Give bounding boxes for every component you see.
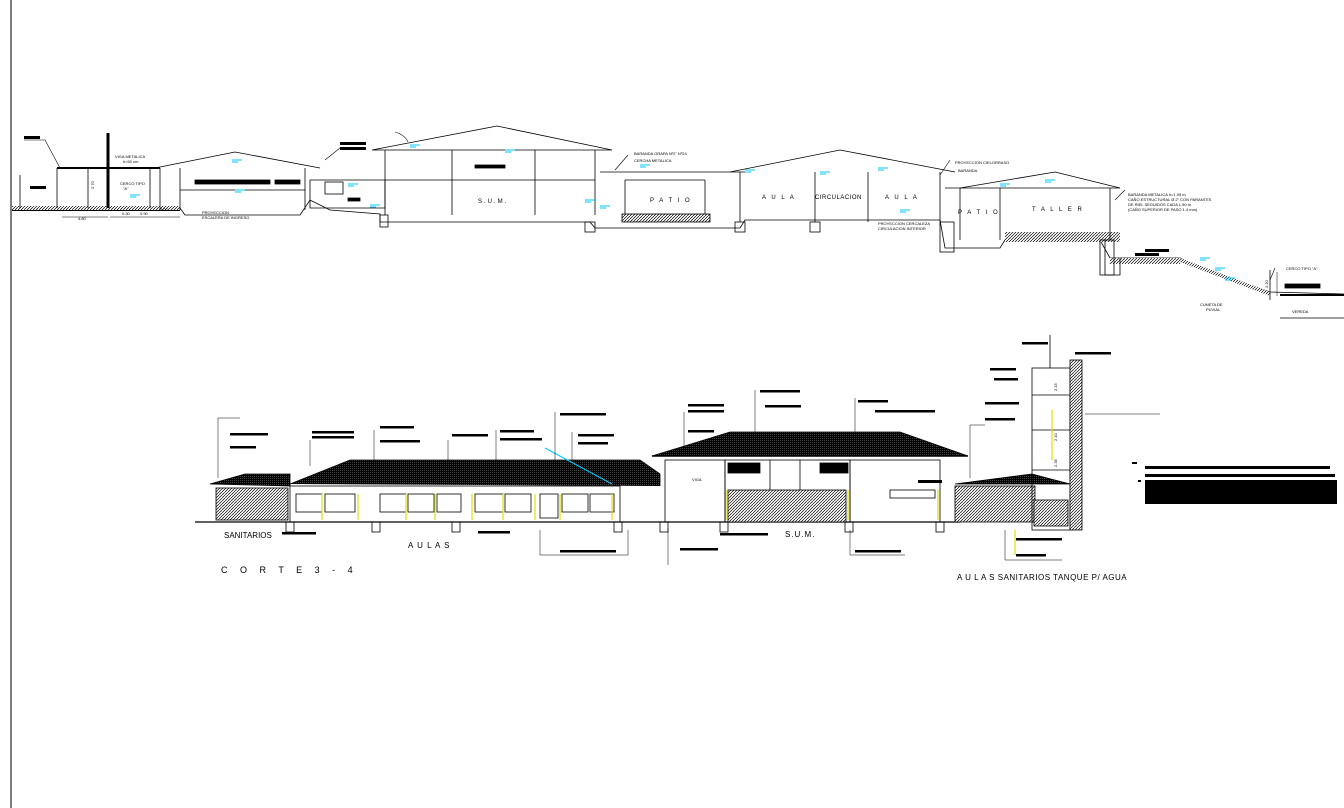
lower-section [195, 335, 1083, 533]
room-label-patio-2: P A T I O [958, 210, 1000, 216]
dim-270: 2.70 [90, 180, 95, 189]
note-viga-metalica: VIGA METALICA [115, 154, 145, 159]
dim-220: 2.20 [1264, 279, 1269, 288]
note-h50: h=50 cm [123, 159, 139, 164]
room-label-aulas: A U L A S [408, 541, 451, 550]
sum-roof [371, 125, 613, 151]
level-markers-upper [130, 144, 1235, 281]
note-cerco-tipo-a-right: CERCO TIPO "A" [1286, 266, 1318, 271]
note-blocks-lower [230, 342, 1337, 557]
dim-215: 2.15 [1053, 382, 1058, 391]
note-riel: DE RIEL SEGUIDOS CADA 1.50 m [1128, 202, 1192, 207]
section-cut-line [544, 447, 613, 485]
dim-300: 3.00 [160, 207, 169, 212]
room-label-sanitarios: SANITARIOS [224, 531, 272, 540]
label-viga: VIGA [692, 477, 702, 482]
dim-210: 2.10 [1053, 432, 1058, 441]
note-blocks-upper [24, 136, 1169, 256]
taller-roof [959, 171, 1121, 189]
room-label-sum-upper: S.U.M. [478, 199, 508, 205]
note-vereda: VEREDA [1292, 309, 1309, 314]
note-proyeccion: PROYECCION [202, 210, 229, 215]
note-cerco-a: "A" [123, 186, 129, 191]
note-baranda-grapa: BARANDA GRAPA Nº2" Nº24 [634, 151, 688, 156]
note-baranda: BARANDA [958, 168, 978, 173]
note-cercha: CERCHA METALICA [634, 158, 672, 163]
room-label-sum-lower: S.U.M. [785, 530, 815, 539]
upper-labels: S.U.M. P A T I O A U L A CIRCULACION A U… [78, 151, 1318, 314]
room-label-aula-1: A U L A [762, 195, 796, 201]
note-circulacion-interior: CIRCULACION INTERIOR [878, 226, 926, 231]
dim-235: 2.35 [1053, 458, 1058, 467]
aula-roof [729, 149, 956, 173]
room-label-aula-2: A U L A [885, 195, 919, 201]
note-cuneta: CUNETA DE [1200, 302, 1223, 307]
note-baranda-metalica: BARANDA METALICA h=1.05 m [1128, 192, 1186, 197]
note-cano-estructural: CAÑO ESTRUCTURAL Ø 2" CON PARANTES [1128, 197, 1212, 202]
section-title: C O R T E 3 - 4 [221, 565, 358, 575]
lower-labels: SANITARIOS A U L A S S.U.M. VIGA C O R T… [221, 382, 1127, 582]
room-label-patio-1: P A T I O [650, 198, 692, 204]
dim-090: 0.90 [140, 211, 149, 216]
dimension-lines-upper [62, 216, 1278, 296]
leaders-upper [24, 131, 1276, 281]
note-proyeccion-cercaleza: PROYECCION CERCALEZA [878, 221, 930, 226]
room-label-circulacion: CIRCULACION [815, 195, 862, 201]
note-puvial: PUVIAL [1206, 307, 1221, 312]
note-cerco-tipo: CERCO TIPO [120, 181, 145, 186]
room-label-taller: T A L L E R [1032, 207, 1084, 213]
note-escalera: ESCALERA DE INGRESO [202, 215, 249, 220]
leaders-lower [217, 390, 1160, 565]
sum-hip-roof [651, 431, 969, 457]
door-markers [321, 410, 1053, 555]
note-cano-superior: (CAÑO SUPERIOR DE PASO 1.4 mm) [1128, 207, 1198, 212]
dim-480: 4.80 [78, 216, 87, 221]
dim-030: 0.30 [122, 211, 131, 216]
earth-hatch [12, 206, 180, 210]
upper-section [12, 125, 1344, 319]
note-proyeccion-cielorraso: PROYECCION CIELORRASO [955, 160, 1009, 165]
footer-caption: A U L A S SANITARIOS TANQUE P/ AGUA [957, 573, 1127, 582]
